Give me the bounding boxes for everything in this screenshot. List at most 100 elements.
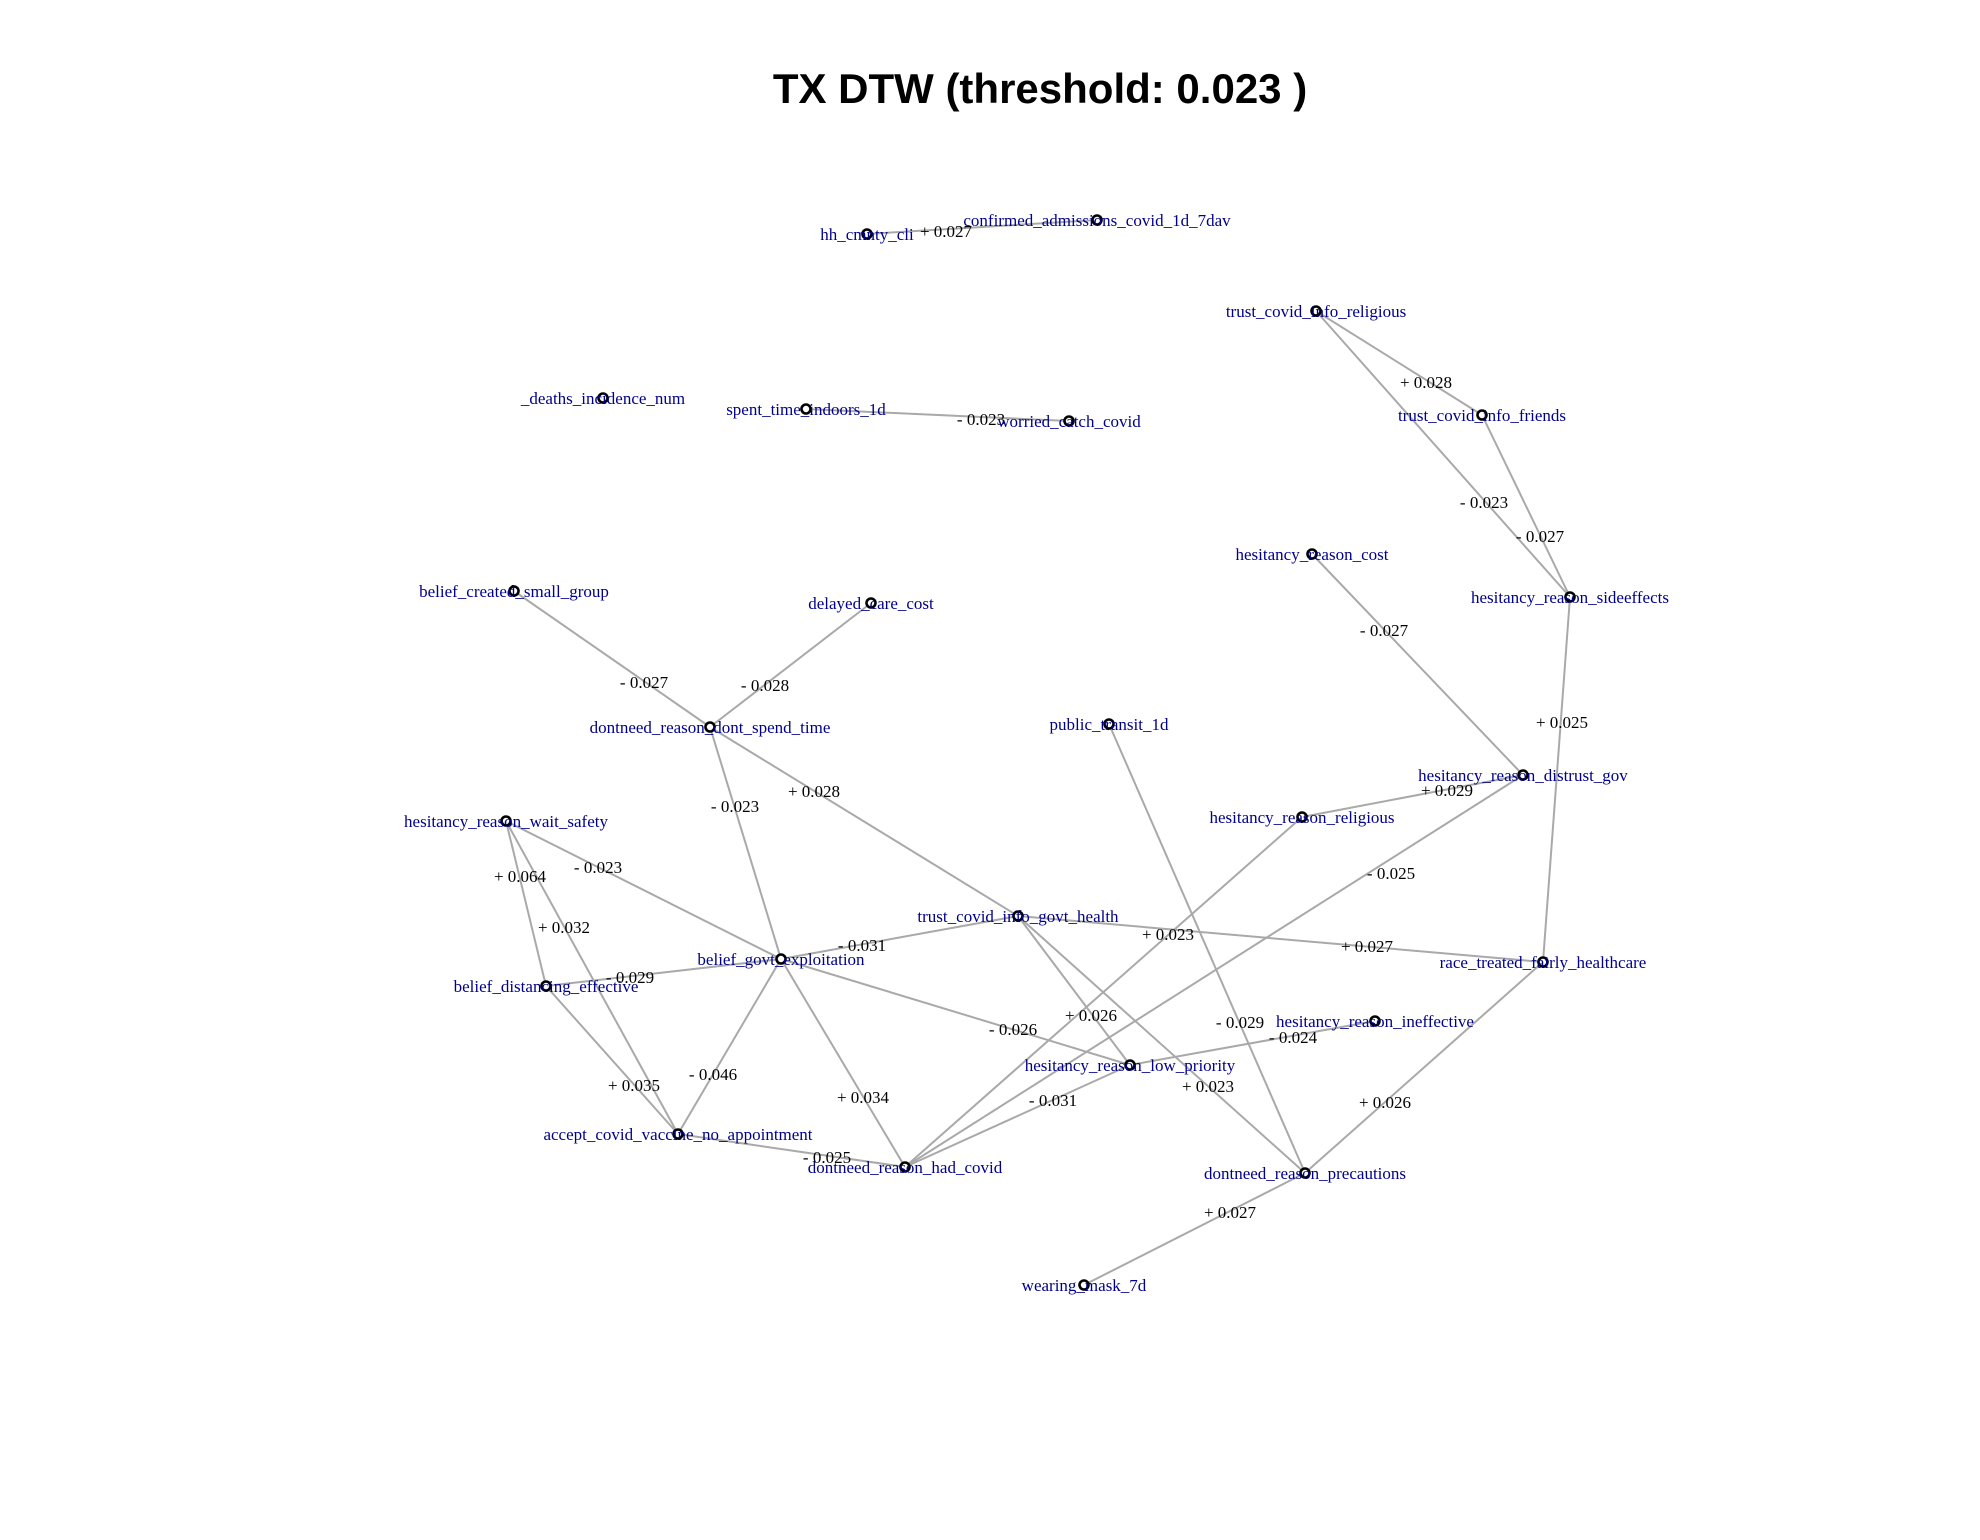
node-label: spent_time_indoors_1d (726, 400, 886, 419)
node-marker (1091, 214, 1103, 226)
edge-trust_covid_info_friends-hesitancy_reason_sideeffects (1481, 414, 1571, 598)
node-trust_covid_info_religious: trust_covid_info_religious (1226, 302, 1406, 321)
node-label: trust_covid_info_govt_health (917, 907, 1119, 926)
node-label: trust_covid_info_religious (1226, 302, 1406, 321)
node-marker (1476, 409, 1488, 421)
nodes-layer: hh_cmnty_cli confirmed_admissions_covid_1… (404, 211, 1669, 1295)
edge-label: + 0.027 (920, 222, 973, 241)
node-marker (540, 980, 552, 992)
node-delayed_care_cost: delayed_care_cost (808, 594, 934, 613)
node-label: hesitancy_reason_low_priority (1025, 1056, 1236, 1075)
edge-dontneed_reason_precautions-wearing_mask_7d (1083, 1172, 1306, 1286)
node-marker (1564, 591, 1576, 603)
node-marker (672, 1128, 684, 1140)
edge-trust_covid_info_govt_health-race_treated_fairly_healthcare (1017, 915, 1544, 963)
edge-label: + 0.023 (1142, 925, 1194, 944)
edge-belief_distancing_effective-accept_covid_vaccine_no_appointment (545, 985, 679, 1135)
edge-label: - 0.031 (1029, 1091, 1077, 1110)
edge-hh_cmnty_cli-confirmed_admissions_covid_1d_7dav (866, 219, 1098, 235)
edge-belief_created_small_group-dontneed_reason_dont_spend_time (513, 590, 711, 728)
node-label: accept_covid_vaccine_no_appointment (543, 1125, 812, 1144)
node-dontneed_reason_precautions: dontneed_reason_precautions (1204, 1164, 1406, 1183)
edge-label: + 0.035 (608, 1076, 660, 1095)
node-label: hesitancy_reason_wait_safety (404, 812, 608, 831)
node-marker (1296, 811, 1308, 823)
node-wearing_mask_7d: wearing_mask_7d (1022, 1276, 1147, 1295)
node-label: delayed_care_cost (808, 594, 934, 613)
node-label: worried_catch_covid (997, 412, 1141, 431)
node-label: dontneed_reason_dont_spend_time (590, 718, 831, 737)
edge-spent_time_indoors_1d-worried_catch_covid (805, 408, 1070, 422)
edge-public_transit_1d-dontneed_reason_precautions (1108, 723, 1306, 1174)
node-marker (1537, 956, 1549, 968)
node-hesitancy_reason_sideeffects: hesitancy_reason_sideeffects (1471, 588, 1669, 607)
edge-hesitancy_reason_wait_safety-belief_distancing_effective (505, 820, 547, 987)
node-label: _deaths_incidence_num (520, 389, 685, 408)
edge-label: - 0.023 (711, 797, 759, 816)
node-label: dontneed_reason_precautions (1204, 1164, 1406, 1183)
node-marker (1369, 1015, 1381, 1027)
node-label: belief_govt_exploitation (697, 950, 865, 969)
edges-layer (505, 219, 1571, 1286)
node-label: race_treated_fairly_healthcare (1440, 953, 1647, 972)
edge-label: + 0.032 (538, 918, 590, 937)
edge-hesitancy_reason_ineffective-hesitancy_reason_low_priority (1129, 1020, 1376, 1066)
edge-label: - 0.027 (620, 673, 669, 692)
edge-hesitancy_reason_low_priority-dontneed_reason_had_covid (904, 1064, 1131, 1168)
node-confirmed_admissions_covid_1d_7dav: confirmed_admissions_covid_1d_7dav (963, 211, 1231, 230)
edge-label: + 0.064 (494, 867, 547, 886)
edge-label: - 0.028 (741, 676, 789, 695)
node-worried_catch_covid: worried_catch_covid (997, 412, 1141, 431)
node-accept_covid_vaccine_no_appointment: accept_covid_vaccine_no_appointment (543, 1125, 812, 1144)
node-marker (865, 597, 877, 609)
edge-label: - 0.029 (606, 968, 654, 987)
node-label: belief_created_small_group (419, 582, 609, 601)
node-trust_covid_info_govt_health: trust_covid_info_govt_health (917, 907, 1119, 926)
edge-label: + 0.029 (1421, 781, 1473, 800)
node-spent_time_indoors_1d: spent_time_indoors_1d (726, 400, 886, 419)
node-marker (1306, 548, 1318, 560)
edge-dontneed_reason_dont_spend_time-belief_govt_exploitation (709, 726, 782, 960)
node-hh_cmnty_cli: hh_cmnty_cli (820, 225, 914, 244)
node-label: hh_cmnty_cli (820, 225, 914, 244)
edge-label: - 0.027 (1360, 621, 1409, 640)
node-marker (1299, 1167, 1311, 1179)
node-label: public_transit_1d (1050, 715, 1169, 734)
node-marker (775, 953, 787, 965)
edge-label: - 0.023 (574, 858, 622, 877)
edge-label: + 0.023 (1182, 1077, 1234, 1096)
edge-trust_covid_info_govt_health-dontneed_reason_precautions (1017, 915, 1306, 1174)
node-label: hesitancy_reason_sideeffects (1471, 588, 1669, 607)
node-marker (1310, 305, 1322, 317)
edge-hesitancy_reason_sideeffects-race_treated_fairly_healthcare (1542, 596, 1571, 963)
edge-label: + 0.027 (1204, 1203, 1257, 1222)
edge-belief_govt_exploitation-dontneed_reason_had_covid (780, 958, 906, 1168)
node-marker (861, 228, 873, 240)
node-hesitancy_reason_cost: hesitancy_reason_cost (1236, 545, 1389, 564)
edge-label: - 0.027 (1516, 527, 1565, 546)
node-marker (1124, 1059, 1136, 1071)
node-marker (508, 585, 520, 597)
edge-label: - 0.029 (1216, 1013, 1264, 1032)
edge-label: + 0.034 (837, 1088, 890, 1107)
node-label: wearing_mask_7d (1022, 1276, 1147, 1295)
edge-hesitancy_reason_wait_safety-accept_covid_vaccine_no_appointment (505, 820, 679, 1135)
node-label: confirmed_admissions_covid_1d_7dav (963, 211, 1231, 230)
edge-hesitancy_reason_religious-hesitancy_reason_distrust_gov (1301, 774, 1524, 818)
node-marker (1063, 415, 1075, 427)
node-label: trust_covid_info_friends (1398, 406, 1566, 425)
graph-title: TX DTW (threshold: 0.023 ) (773, 65, 1307, 112)
node-dontneed_reason_dont_spend_time: dontneed_reason_dont_spend_time (590, 718, 831, 737)
node-race_treated_fairly_healthcare: race_treated_fairly_healthcare (1440, 953, 1647, 972)
node-hesitancy_reason_religious: hesitancy_reason_religious (1209, 808, 1394, 827)
edge-trust_covid_info_religious-hesitancy_reason_sideeffects (1315, 310, 1571, 598)
node-label: belief_distancing_effective (454, 977, 639, 996)
edge-dontneed_reason_dont_spend_time-trust_covid_info_govt_health (709, 726, 1019, 917)
edge-label: - 0.031 (838, 936, 886, 955)
node-marker (1078, 1279, 1090, 1291)
edge-label: + 0.026 (1359, 1093, 1411, 1112)
node-hesitancy_reason_distrust_gov: hesitancy_reason_distrust_gov (1418, 766, 1628, 785)
edge-belief_govt_exploitation-accept_covid_vaccine_no_appointment (677, 958, 782, 1135)
node-label: dontneed_reason_had_covid (808, 1158, 1003, 1177)
